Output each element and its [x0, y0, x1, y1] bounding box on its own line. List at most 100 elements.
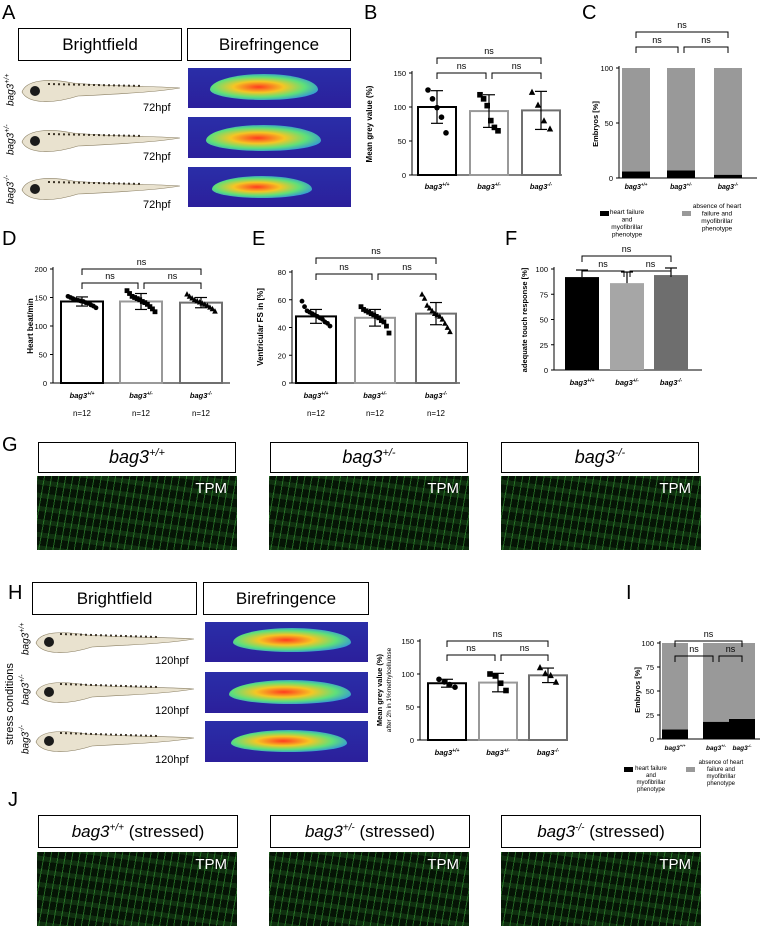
y-tick-label: 50: [646, 687, 654, 696]
significance-label: ns: [402, 262, 412, 272]
y-tick-label: 100: [641, 639, 654, 648]
data-point: [552, 678, 560, 685]
tpm-label: TPM: [427, 856, 459, 873]
data-point: [85, 300, 91, 306]
age-label: 120hpf: [155, 754, 189, 766]
bar: [565, 277, 599, 370]
data-point: [124, 288, 130, 294]
header-birefringence-h: Birefringence: [203, 582, 369, 615]
bar-segment-heart-failure: [662, 729, 688, 739]
x-tick-label: bag3-/-: [190, 391, 213, 400]
bar-segment-absence: [729, 643, 755, 719]
y-tick-label: 0: [544, 366, 548, 375]
data-point: [426, 305, 433, 311]
data-point: [129, 293, 135, 299]
data-point: [480, 96, 487, 102]
y-tick-label: 0: [282, 379, 286, 388]
data-point: [212, 308, 218, 314]
data-point: [429, 96, 436, 102]
data-point: [425, 87, 431, 93]
micrograph-g-wt: TPM: [37, 476, 237, 550]
data-point: [495, 128, 501, 134]
bar-segment-absence: [662, 643, 688, 730]
micrograph-j-het: TPM: [269, 852, 469, 926]
tpm-label: TPM: [659, 480, 691, 497]
y-tick-label: 0: [609, 174, 613, 183]
data-point: [368, 311, 374, 317]
data-point: [536, 664, 544, 671]
tpm-label: TPM: [195, 856, 227, 873]
data-point: [327, 323, 333, 329]
y-tick-label: 150: [34, 294, 47, 303]
x-tick-label: bag3+/+: [665, 743, 687, 752]
significance-bracket: [436, 72, 487, 79]
data-point: [439, 316, 446, 322]
panel-letter-a: A: [2, 2, 16, 24]
y-axis-label: Heart beat/min: [26, 298, 35, 354]
header-brightfield-h: Brightfield: [32, 582, 197, 615]
data-point: [152, 309, 158, 315]
n-label: n=12: [132, 409, 151, 418]
significance-label: ns: [493, 629, 503, 639]
fish-image-a3: [21, 178, 181, 200]
x-tick-label: bag3-/-: [530, 182, 553, 191]
panel-letter-h: H: [8, 582, 23, 604]
fish-genotype-label: bag3+/+: [19, 622, 32, 655]
fish-image-h2: [35, 682, 195, 703]
birefringence-image-h2: [205, 672, 368, 713]
bar: [528, 674, 568, 742]
data-point: [312, 312, 318, 318]
data-point: [307, 309, 313, 315]
significance-bracket: [635, 46, 679, 53]
y-tick-label: 100: [600, 64, 613, 73]
data-point: [309, 311, 315, 317]
x-tick-label: bag3+/-: [615, 378, 639, 387]
n-label: n=12: [307, 409, 326, 418]
micrograph-g-ko: TPM: [501, 476, 701, 550]
significance-label: ns: [520, 643, 530, 653]
data-point: [447, 328, 453, 335]
data-point: [436, 676, 442, 683]
y-tick-label: 25: [646, 711, 654, 720]
data-point: [314, 314, 320, 319]
data-point: [83, 300, 89, 306]
legend-swatch-black: [624, 767, 633, 772]
x-tick-label: bag3+/-: [706, 743, 727, 752]
data-point: [137, 297, 143, 303]
data-point: [441, 679, 448, 685]
data-point: [434, 312, 441, 318]
significance-label: ns: [677, 20, 687, 30]
y-tick-label: 75: [540, 290, 548, 299]
tpm-label: TPM: [427, 480, 459, 497]
data-point: [438, 114, 445, 120]
legend-swatch-black: [600, 211, 609, 216]
data-point: [419, 291, 425, 297]
n-label: n=12: [73, 409, 92, 418]
data-point: [302, 304, 307, 310]
data-point: [376, 315, 382, 321]
data-point: [147, 304, 153, 310]
bar: [354, 316, 396, 385]
significance-bracket: [315, 273, 373, 280]
x-tick-label: bag3+/+: [570, 378, 595, 387]
micrograph-j-wt: TPM: [37, 852, 237, 926]
data-point: [325, 320, 330, 326]
data-point: [132, 295, 138, 300]
y-axis-label: Embryos [%]: [591, 101, 600, 147]
x-tick-label: bag3+/-: [129, 391, 153, 400]
data-point: [144, 301, 150, 307]
data-point: [421, 295, 428, 301]
header-j-het: bag3+/- (stressed): [270, 815, 470, 848]
bar: [119, 300, 163, 384]
bar-segment-absence: [667, 68, 695, 171]
bar-segment-heart-failure: [714, 174, 742, 178]
header-g-wt: bag3+/+: [38, 442, 236, 473]
data-point: [446, 681, 453, 688]
significance-label: ns: [457, 61, 467, 71]
y-tick-label: 80: [278, 268, 286, 277]
fish-image-a1: [21, 80, 181, 102]
birefringence-image-h1: [205, 622, 368, 662]
x-tick-label: bag3-/-: [733, 743, 753, 752]
data-point: [547, 671, 554, 679]
panel-letter-c: C: [582, 2, 597, 24]
